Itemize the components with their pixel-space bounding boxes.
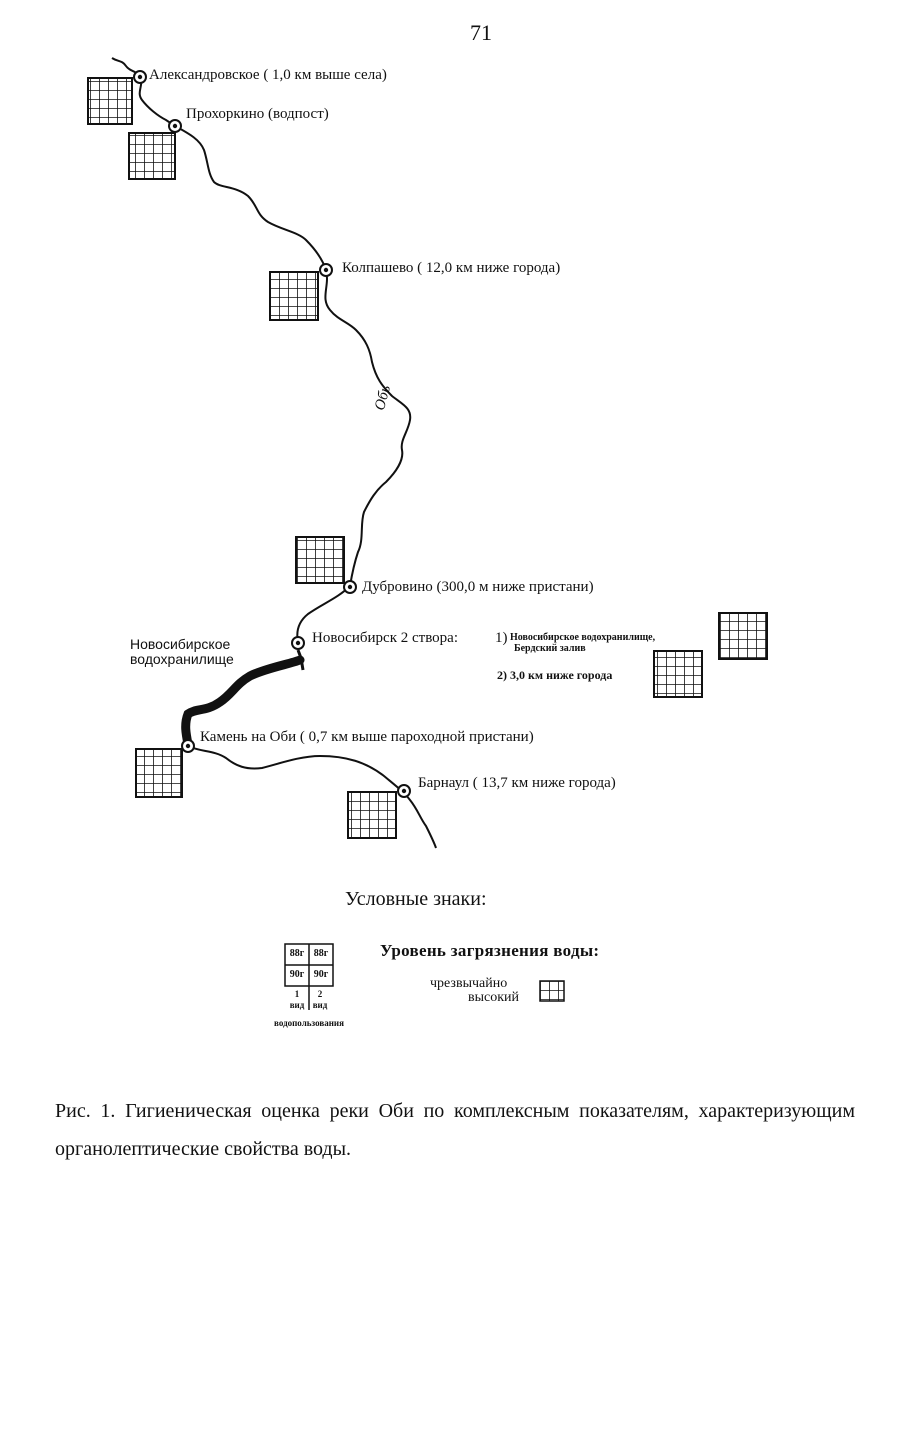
station-label-novosibirsk-1-num: 1): [495, 630, 508, 646]
legend-vid-2-num: 2: [317, 989, 323, 999]
station-marker-kamen: [181, 739, 195, 753]
legend-vodopolzovanie: водопользования: [274, 1018, 344, 1028]
grid-symbol-dubrovino: [295, 536, 345, 584]
grid-symbol-kolpashevo: [269, 271, 319, 321]
reservoir-label-2: водохранилище: [130, 651, 234, 667]
river-ob-line: [111, 57, 412, 643]
legend-vid-1-num: 1: [294, 989, 300, 999]
legend-cell-88-1: 88г: [289, 948, 305, 959]
station-label-kolpashevo: Колпашево ( 12,0 км ниже города): [342, 260, 561, 276]
station-label-novosibirsk-1: Новосибирское водохранилище,: [510, 632, 656, 643]
station-label-kamen: Камень на Оби ( 0,7 км выше пароходной п…: [200, 729, 534, 745]
legend-level-title: Уровень загрязнения воды:: [380, 941, 600, 960]
grid-symbol-aleksandrovskoe: [87, 77, 133, 125]
legend-cell-90-2: 90г: [313, 969, 329, 980]
river-lower-line: [187, 745, 437, 849]
station-marker-prokhorkino: [168, 119, 182, 133]
station-label-novosibirsk-2: 2) 3,0 км ниже города: [497, 668, 613, 682]
legend-vid-2: вид: [312, 1000, 328, 1010]
legend-title: Условные знаки:: [345, 888, 487, 910]
reservoir-connector: [296, 649, 305, 671]
legend-cell-90-1: 90г: [289, 969, 305, 980]
station-marker-aleksandrovskoe: [133, 70, 147, 84]
legend-extreme-line2: высокий: [468, 990, 520, 1005]
grid-symbol-kamen: [135, 748, 183, 798]
station-label-aleksandrovskoe: Александровское ( 1,0 км выше села): [149, 67, 387, 83]
station-marker-dubrovino: [343, 580, 357, 594]
station-label-prokhorkino: Прохоркино (водпост): [186, 106, 329, 122]
grid-symbol-prokhorkino: [128, 132, 176, 180]
legend-extreme-line1: чрезвычайно: [430, 976, 508, 991]
station-marker-barnaul: [397, 784, 411, 798]
legend-grid-symbol: [539, 980, 565, 1002]
figure-caption: Рис. 1. Гигиеническая оценка реки Оби по…: [55, 1100, 855, 1160]
page-number: 71: [470, 20, 492, 45]
station-marker-novosibirsk: [291, 636, 305, 650]
grid-symbol-novosibirsk-1: [718, 612, 768, 660]
station-label-novosibirsk-1b: Бердский залив: [514, 643, 586, 654]
station-label-dubrovino: Дубровино (300,0 м ниже пристани): [362, 579, 594, 595]
legend-vid-1: вид: [289, 1000, 305, 1010]
legend-cell-88-2: 88г: [313, 948, 329, 959]
reservoir-thick-line: [181, 655, 305, 749]
reservoir-label-1: Новосибирское: [130, 636, 231, 652]
grid-symbol-novosibirsk-2: [653, 650, 703, 698]
station-label-novosibirsk: Новосибирск 2 створа:: [312, 630, 458, 646]
station-marker-kolpashevo: [319, 263, 333, 277]
grid-symbol-barnaul: [347, 791, 397, 839]
legend-key-box: [284, 943, 334, 1010]
station-label-barnaul: Барнаул ( 13,7 км ниже города): [418, 775, 616, 791]
